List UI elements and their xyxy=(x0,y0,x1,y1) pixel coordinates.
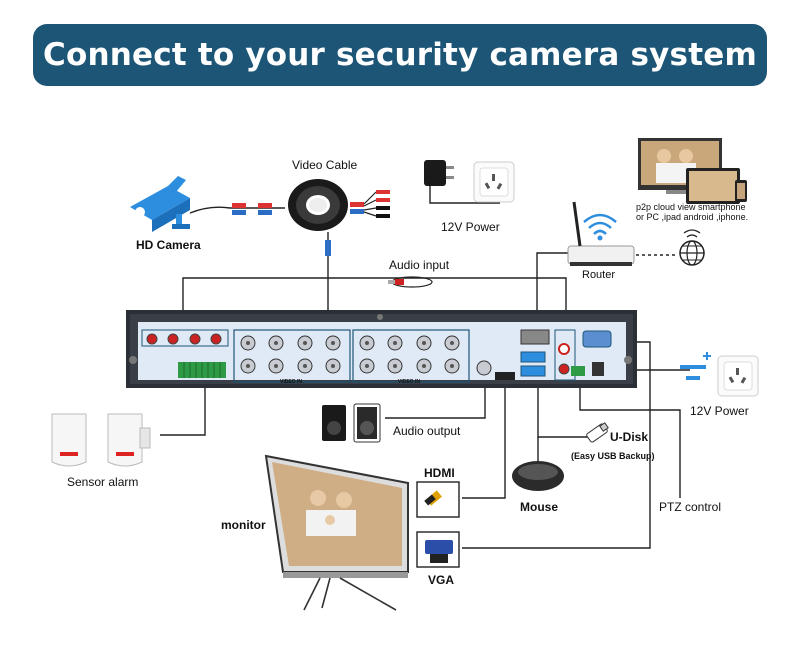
dc-power-symbol-icon xyxy=(680,352,711,380)
video-in-right-label: VIDEO IN xyxy=(398,379,420,385)
hdmi-cable-icon xyxy=(416,481,460,518)
video-cable-connectors xyxy=(232,190,390,218)
dc-power-jack xyxy=(592,362,604,376)
power-outlet-top-icon xyxy=(473,161,515,203)
audio-output-label: Audio output xyxy=(393,424,461,438)
router-to-lan-line xyxy=(536,252,580,328)
page-title: Connect to your security camera system xyxy=(43,37,757,73)
lan-port xyxy=(520,329,550,345)
speakers-icon xyxy=(322,403,381,443)
audio-out-bnc xyxy=(476,360,492,376)
power-adapter-line xyxy=(429,185,500,204)
ptz-control-label: PTZ control xyxy=(659,500,722,514)
sensor-alarm-line xyxy=(160,388,206,436)
video-in-left-label: VIDEO IN xyxy=(280,379,302,385)
hdmi-port xyxy=(495,372,515,380)
power-12v-right-label: 12V Power xyxy=(690,404,749,418)
router-label: Router xyxy=(582,269,616,281)
mouse-icon xyxy=(512,461,564,491)
hd-camera-icon xyxy=(130,176,190,232)
video-in-right-group xyxy=(352,329,470,383)
video-cable-coil-icon xyxy=(288,179,348,256)
rs485-terminal xyxy=(571,366,585,376)
hdmi-label: HDMI xyxy=(424,466,455,480)
vga-label: VGA xyxy=(428,573,455,587)
usb-port-bottom xyxy=(520,365,546,377)
audio-in-jacks xyxy=(141,329,229,347)
easy-usb-label: (Easy USB Backup) xyxy=(571,451,655,461)
sensor-alarm-icon xyxy=(51,413,151,467)
p2p-devices-image xyxy=(638,138,747,204)
sensor-alarm-label: Sensor alarm xyxy=(67,475,139,489)
usb-drive-icon xyxy=(586,422,609,443)
title-banner: Connect to your security camera system xyxy=(33,24,767,86)
audio-input-line xyxy=(182,277,567,338)
video-cable-label: Video Cable xyxy=(292,158,358,172)
power-adapter-icon xyxy=(424,160,454,186)
audio-output-line xyxy=(385,375,486,419)
vga-cable-icon xyxy=(416,531,460,568)
internet-globe-icon xyxy=(679,229,705,266)
p2p-label-line2: or PC ,ipad android ,iphone. xyxy=(636,212,749,222)
power-12v-top-label: 12V Power xyxy=(441,220,500,234)
audio-input-plug-icon xyxy=(388,276,433,288)
audio-input-label: Audio input xyxy=(389,258,450,272)
camera-cable-line xyxy=(189,206,285,214)
hd-camera-label: HD Camera xyxy=(136,238,201,252)
hdmi-line xyxy=(462,382,506,499)
power-outlet-right-icon xyxy=(717,355,759,397)
u-disk-label: U-Disk xyxy=(610,430,649,444)
usb-port-top xyxy=(520,351,546,363)
usb-udisk-line xyxy=(537,385,590,438)
dvr-recorder xyxy=(126,310,637,388)
vga-port xyxy=(582,330,612,348)
monitor-label: monitor xyxy=(221,518,266,532)
video-in-left-group xyxy=(233,329,351,383)
mouse-label: Mouse xyxy=(520,500,559,514)
ptz-line xyxy=(579,385,681,498)
monitor-icon xyxy=(264,454,409,611)
router-icon xyxy=(567,201,635,266)
p2p-label-line1: p2p cloud view smartphone xyxy=(636,202,746,212)
